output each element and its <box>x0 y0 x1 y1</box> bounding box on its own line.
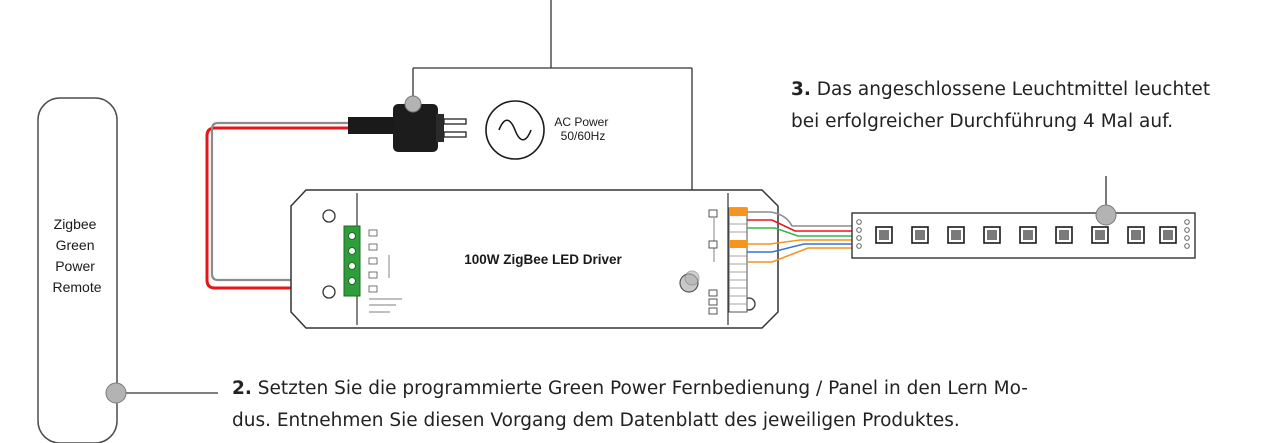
remote-label: Zigbee Green Power Remote <box>52 216 101 295</box>
terminal-marking <box>708 307 718 315</box>
plug-face <box>436 114 444 142</box>
callout-dot-button <box>684 270 700 286</box>
step2-text-line: dus. Entnehmen Sie diesen Vorgang dem Da… <box>232 410 960 431</box>
ac-power-label-line: AC Power <box>554 115 608 129</box>
led-chip-lens-icon <box>1095 230 1105 240</box>
led-chip-lens-icon <box>1163 230 1173 240</box>
step2-number: 2. <box>232 378 252 399</box>
output-wire-green <box>747 227 852 237</box>
terminal-marking <box>368 229 378 237</box>
ac-power-label-line: 50/60Hz <box>561 129 606 143</box>
terminal-screw-icon <box>348 262 356 270</box>
terminal-marking <box>368 243 378 251</box>
ac-power-source: AC Power 50/60Hz <box>485 100 611 160</box>
led-chips <box>875 226 1177 244</box>
mains-plug <box>348 95 467 152</box>
step3-text-line: bei erfolgreicher Durchführung 4 Mal auf… <box>791 111 1174 132</box>
driver-housing <box>290 189 779 329</box>
step2-note: 2. Setzten Sie die programmierte Green P… <box>232 373 1132 437</box>
output-terminal-accent <box>729 240 747 248</box>
solder-pad-icon <box>856 219 862 225</box>
led-chip-lens-icon <box>1059 230 1069 240</box>
mains-wire-gray <box>210 121 380 282</box>
terminal-marking <box>368 257 378 265</box>
green-power-remote: Zigbee Green Power Remote <box>37 97 118 443</box>
output-wire-gray <box>747 211 852 227</box>
led-chip-lens-icon <box>1131 230 1141 240</box>
output-wire-blue <box>747 243 852 253</box>
remote-label-line: Power <box>55 258 95 274</box>
output-terminal-cells <box>729 223 747 305</box>
input-terminal-block <box>343 225 361 297</box>
mounting-hole-icon <box>322 285 336 299</box>
plug-cable-sleeve <box>348 117 398 134</box>
terminal-marking <box>708 289 718 297</box>
mounting-hole-icon <box>322 209 336 223</box>
led-strip <box>851 204 1196 259</box>
input-terminal-markings <box>368 229 378 293</box>
remote-label-line: Zigbee <box>54 216 97 232</box>
output-wire-orange <box>747 239 852 245</box>
solder-pad-icon <box>1184 243 1190 249</box>
terminal-marking <box>708 298 718 306</box>
terminal-marking <box>708 209 718 218</box>
terminal-screw-icon <box>348 247 356 255</box>
step3-number: 3. <box>791 79 811 100</box>
terminal-screw-icon <box>348 277 356 285</box>
terminal-marking <box>708 240 718 249</box>
output-terminal-markings <box>708 209 718 315</box>
led-chip-lens-icon <box>879 230 889 240</box>
remote-label-line: Remote <box>52 279 101 295</box>
solder-pad-icon <box>856 235 862 241</box>
solder-pad-icon <box>1184 235 1190 241</box>
step2-text-line: Setzten Sie die programmierte Green Powe… <box>257 378 1028 399</box>
led-chip-lens-icon <box>987 230 997 240</box>
plug-body <box>393 104 438 152</box>
led-chip-lens-icon <box>915 230 925 240</box>
remote-label-line: Green <box>56 237 95 253</box>
led-chip-lens-icon <box>1023 230 1033 240</box>
terminal-screw-icon <box>348 232 356 240</box>
plug-prong <box>443 131 467 138</box>
driver-title: 100W ZigBee LED Driver <box>464 252 622 267</box>
callout-dot-remote <box>105 382 127 404</box>
step3-text-line: Das angeschlossene Leuchtmittel leuchtet <box>816 79 1211 100</box>
output-wire-orange-2 <box>747 247 852 263</box>
led-chip-lens-icon <box>951 230 961 240</box>
terminal-marking <box>368 285 378 293</box>
solder-pad-icon <box>1184 227 1190 233</box>
ac-sine-wave <box>498 119 532 141</box>
input-terminal-screws <box>348 232 356 285</box>
ac-power-label: AC Power 50/60Hz <box>554 115 611 143</box>
output-terminal-accent <box>729 208 747 216</box>
terminal-marking <box>368 271 378 279</box>
solder-pad-icon <box>856 243 862 249</box>
callout-dot-plug <box>404 95 422 113</box>
plug-prong <box>443 118 467 125</box>
output-wire-red <box>747 219 852 232</box>
solder-pad-icon <box>1184 219 1190 225</box>
callout-dot-strip <box>1095 204 1117 226</box>
remote-body <box>37 97 118 443</box>
led-driver: 100W ZigBee LED Driver <box>290 189 779 329</box>
solder-pad-icon <box>856 227 862 233</box>
driver-small-print <box>369 255 402 313</box>
strip-end-pads <box>856 219 1190 249</box>
output-wires <box>747 211 852 263</box>
step3-note: 3. Das angeschlossene Leuchtmittel leuch… <box>791 74 1281 138</box>
